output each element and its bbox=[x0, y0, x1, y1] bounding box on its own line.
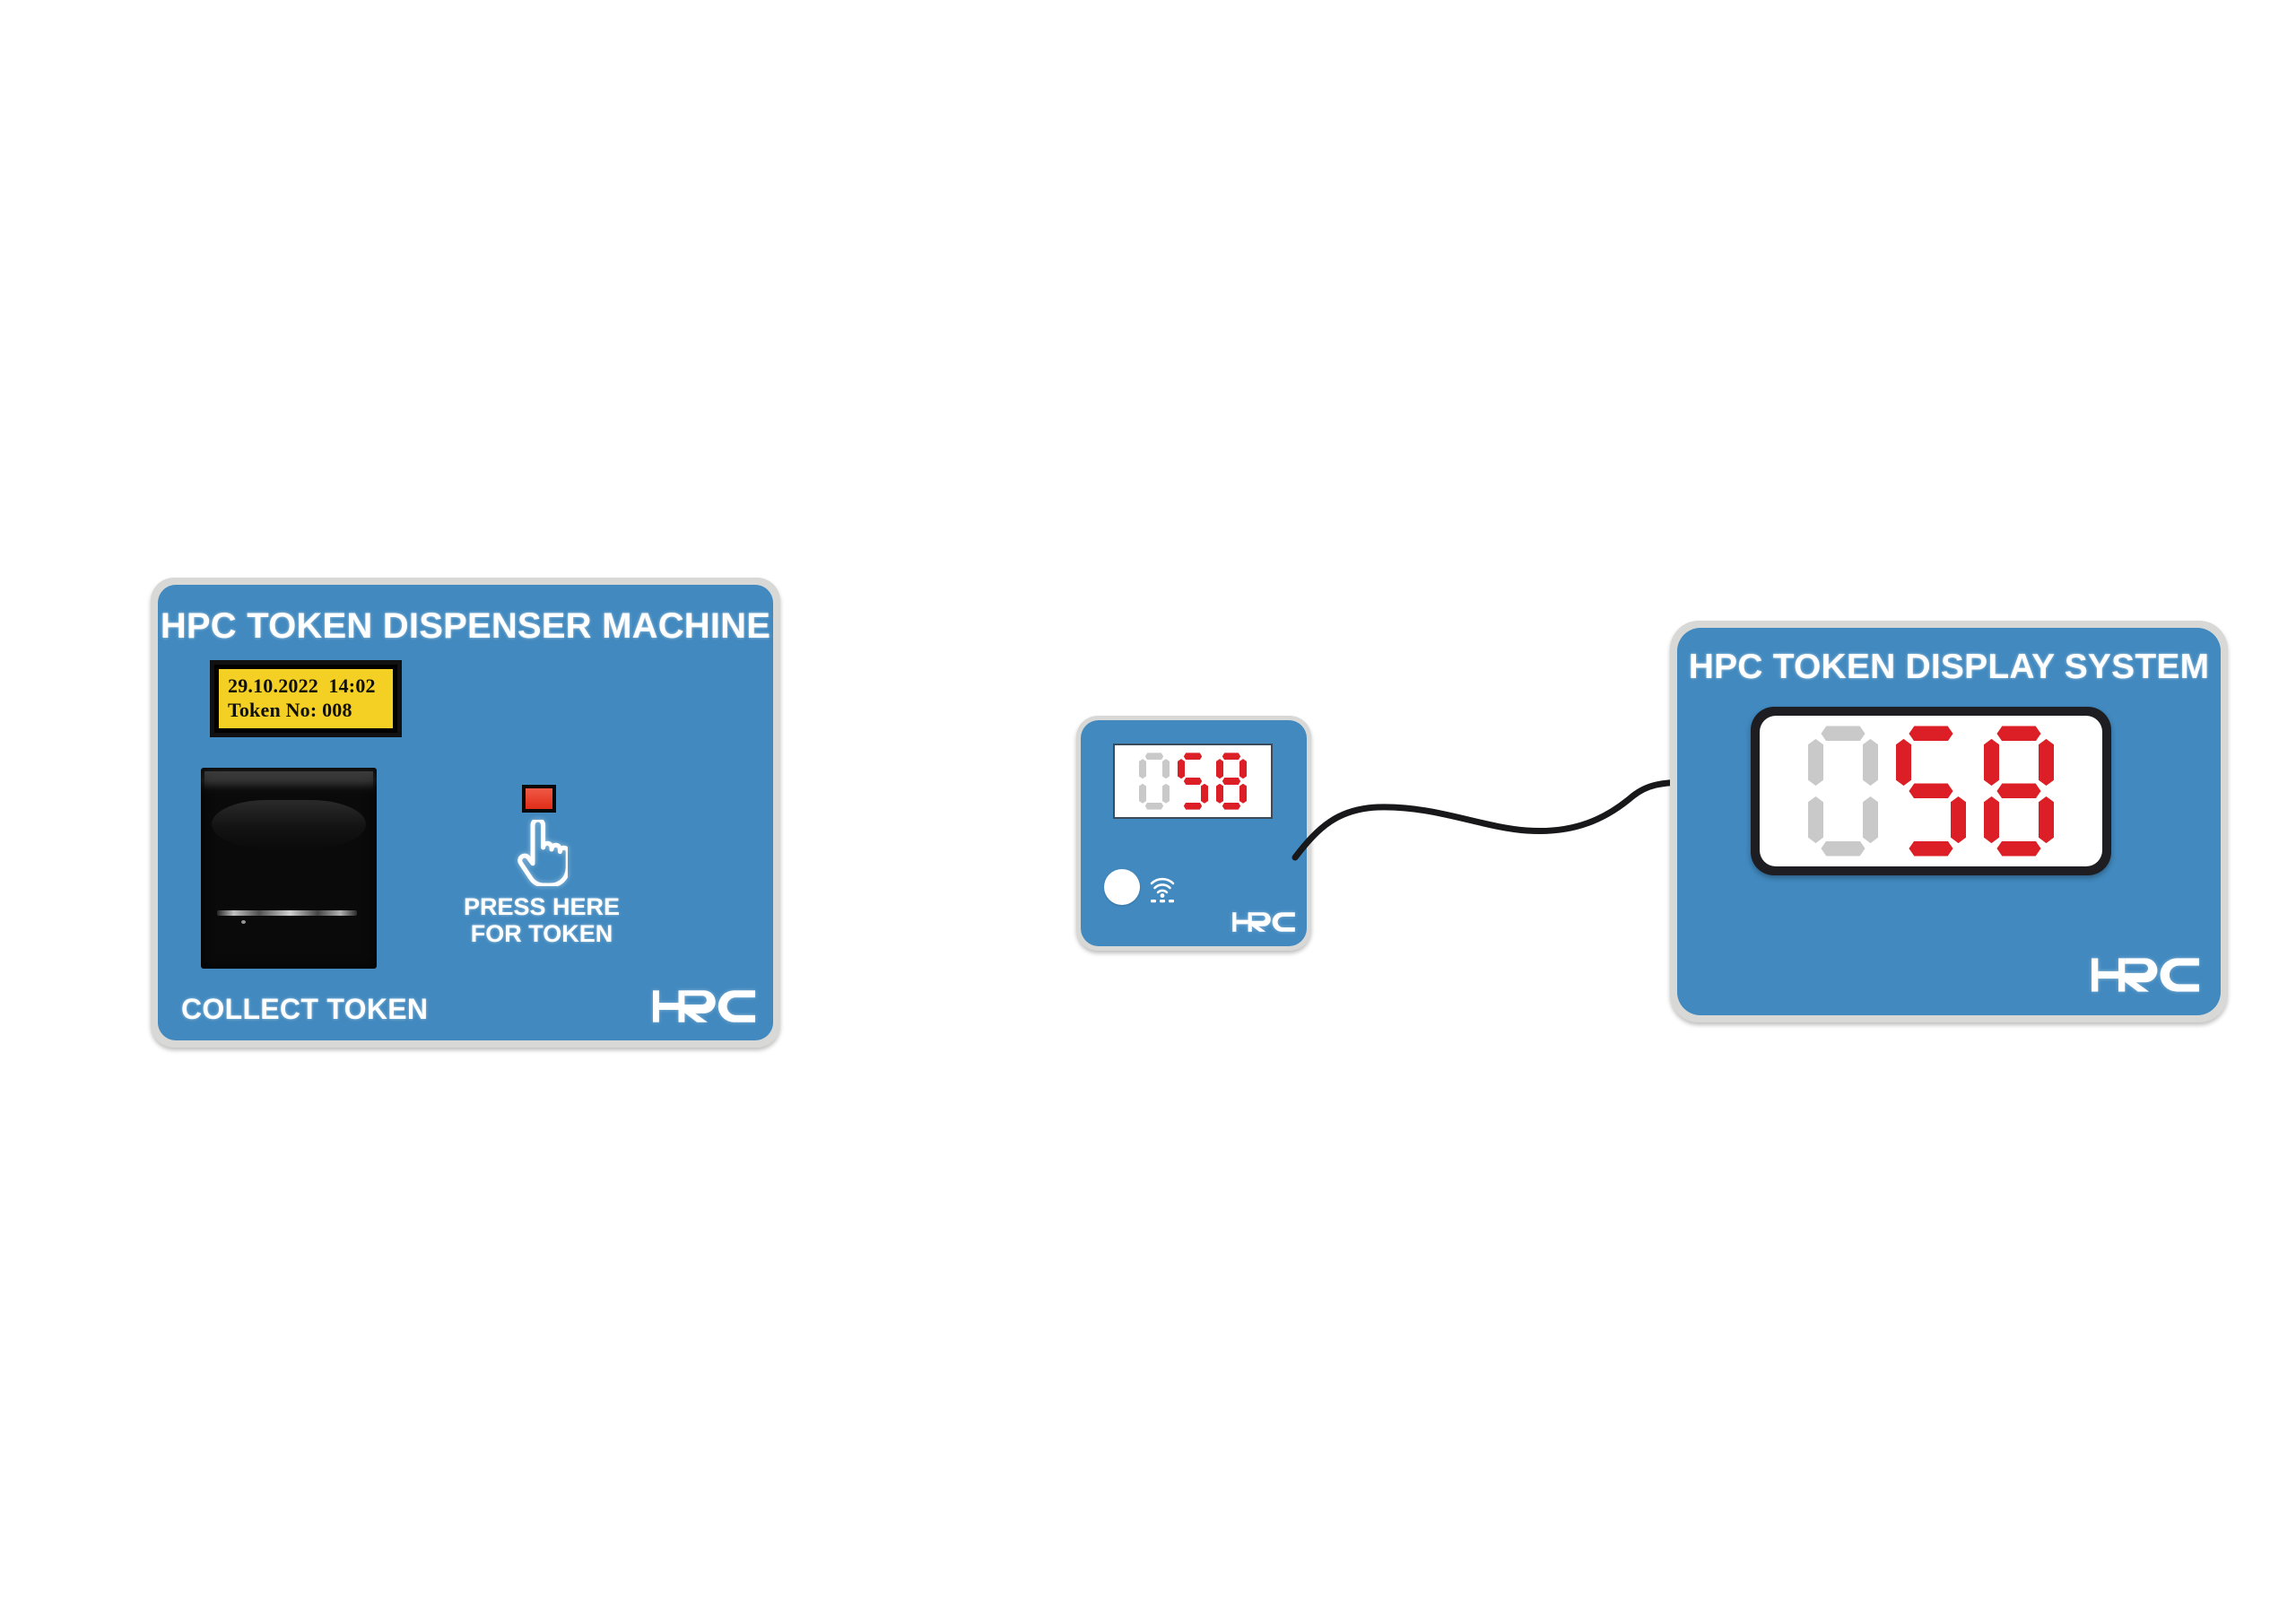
segment-f bbox=[1984, 738, 1999, 787]
dispenser-title: HPC TOKEN DISPENSER MACHINE bbox=[160, 606, 771, 646]
segment-a bbox=[1909, 726, 1953, 742]
segment-f bbox=[1808, 738, 1823, 787]
remote-call-button[interactable] bbox=[1104, 869, 1140, 905]
segment-d bbox=[1144, 802, 1164, 810]
segment-d bbox=[1821, 840, 1866, 857]
segment-f bbox=[1139, 759, 1146, 779]
display-digit-1 bbox=[1896, 726, 1966, 857]
token-remote-controller[interactable] bbox=[1081, 720, 1307, 946]
segment-a bbox=[1821, 726, 1866, 742]
segment-a bbox=[1144, 752, 1164, 761]
segment-d bbox=[1996, 840, 2041, 857]
segment-d bbox=[1222, 802, 1241, 810]
printer-lid-sheen bbox=[204, 771, 374, 790]
printer-slot-indicator bbox=[241, 920, 247, 925]
segment-c bbox=[1162, 783, 1170, 804]
remote-digit-0 bbox=[1139, 752, 1170, 810]
display-title: HPC TOKEN DISPLAY SYSTEM bbox=[1688, 648, 2210, 686]
segment-f bbox=[1178, 759, 1185, 779]
segment-a bbox=[1183, 752, 1203, 761]
segment-e bbox=[1216, 783, 1223, 804]
display-screen-frame bbox=[1751, 707, 2111, 875]
lcd-screen: 29.10.2022 14:02 Token No: 008 bbox=[219, 669, 393, 728]
segment-e bbox=[1808, 796, 1823, 844]
press-here-line1: PRESS HERE bbox=[463, 893, 621, 920]
press-here-button[interactable] bbox=[522, 785, 556, 813]
segment-g bbox=[1222, 777, 1241, 785]
remote-seven-segment-display bbox=[1113, 744, 1273, 819]
segment-f bbox=[1896, 738, 1911, 787]
display-digit-2 bbox=[1984, 726, 2054, 857]
segment-d bbox=[1909, 840, 1953, 857]
segment-g bbox=[1183, 777, 1203, 785]
segment-a bbox=[1222, 752, 1241, 761]
segment-g bbox=[1996, 783, 2041, 799]
wireless-signal-icon bbox=[1150, 877, 1175, 903]
segment-g bbox=[1909, 783, 1953, 799]
press-here-line2: FOR TOKEN bbox=[470, 920, 613, 948]
hpc-logo-icon bbox=[1232, 912, 1295, 932]
segment-e bbox=[1139, 783, 1146, 804]
remote-digit-1 bbox=[1178, 752, 1208, 810]
lcd-line-token: Token No: 008 bbox=[228, 699, 352, 721]
hpc-logo-icon bbox=[2092, 958, 2199, 992]
lcd-screen-frame: 29.10.2022 14:02 Token No: 008 bbox=[210, 660, 402, 737]
printer-paper-slot bbox=[216, 910, 358, 917]
segment-e bbox=[1984, 796, 1999, 844]
remote-digit-2 bbox=[1216, 752, 1247, 810]
segment-c bbox=[1951, 796, 1966, 844]
segment-b bbox=[2039, 738, 2054, 787]
pointing-hand-icon bbox=[517, 820, 568, 886]
segment-a bbox=[1996, 726, 2041, 742]
token-dispenser-machine[interactable]: HPC TOKEN DISPENSER MACHINE 29.10.2022 1… bbox=[158, 585, 773, 1040]
collect-token-label: COLLECT TOKEN bbox=[181, 993, 429, 1025]
hpc-logo-icon bbox=[652, 990, 756, 1022]
segment-d bbox=[1183, 802, 1203, 810]
segment-b bbox=[1239, 759, 1247, 779]
press-here-label: PRESS HERE FOR TOKEN bbox=[454, 893, 630, 947]
segment-f bbox=[1216, 759, 1223, 779]
segment-b bbox=[1863, 738, 1878, 787]
segment-c bbox=[1239, 783, 1247, 804]
segment-c bbox=[1863, 796, 1878, 844]
printer-lid bbox=[211, 799, 367, 848]
display-seven-segment-display bbox=[1760, 716, 2102, 866]
token-display-system[interactable]: HPC TOKEN DISPLAY SYSTEM bbox=[1677, 628, 2221, 1015]
segment-c bbox=[2039, 796, 2054, 844]
display-digit-0 bbox=[1808, 726, 1878, 857]
lcd-line-datetime: 29.10.2022 14:02 bbox=[228, 674, 376, 698]
connection-cable bbox=[1292, 779, 1695, 861]
segment-c bbox=[1201, 783, 1208, 804]
segment-b bbox=[1162, 759, 1170, 779]
thermal-printer-module bbox=[201, 768, 377, 969]
